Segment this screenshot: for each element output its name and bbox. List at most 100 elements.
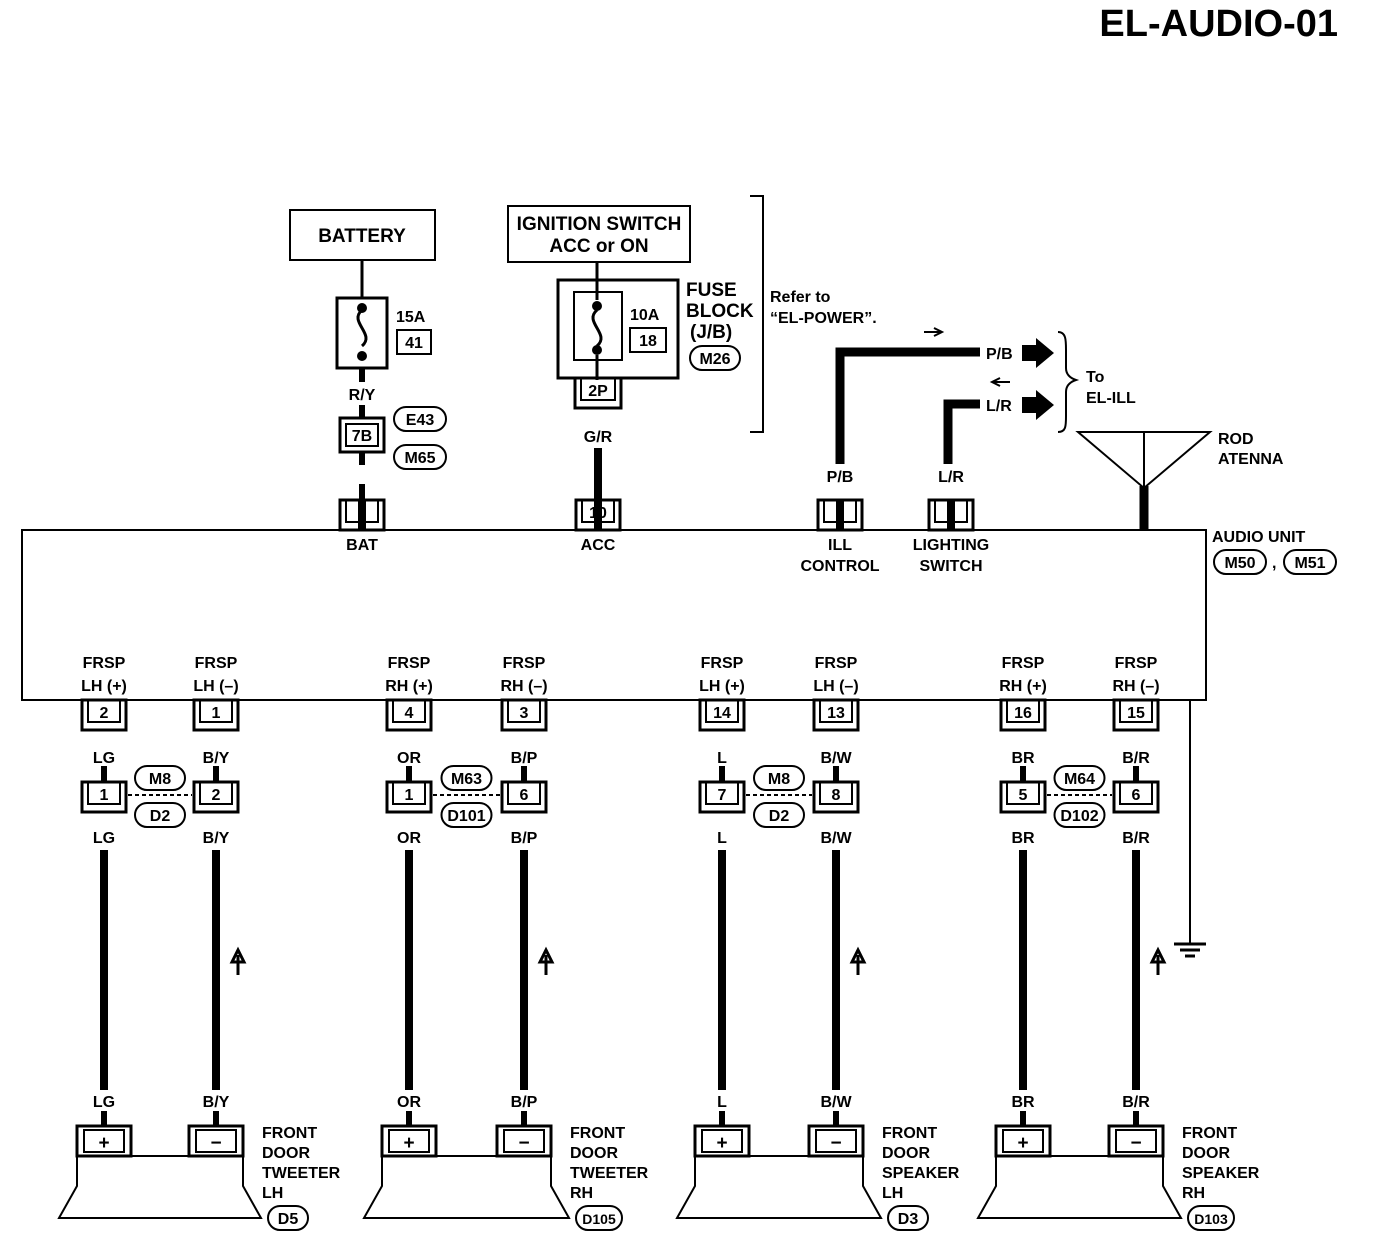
audio-unit-label: AUDIO UNIT [1212,529,1306,546]
arrow-right-icon [1022,390,1054,420]
top-terminals: 6BAT10ACCP/B7ILLCONTROLL/R8LIGHTINGSWITC… [338,469,989,575]
minus-icon: − [830,1133,841,1154]
conn-e43-badge [393,406,447,432]
speaker-label: DOOR [1182,1145,1230,1162]
speaker-icon [976,1155,1183,1219]
arrow-right-icon [1022,338,1054,368]
output-label: FRSP [1115,655,1158,672]
speaker-conn-badge [575,1205,623,1231]
output-label: LH (+) [699,678,745,695]
speaker-terminal-box [388,1129,430,1153]
joint-lower-conn-badge [134,802,186,828]
terminal: 8 [947,505,956,522]
joint-upper-conn: M64 [1064,771,1095,788]
output-label: RH (+) [999,678,1047,695]
wire-label: OR [397,750,421,767]
terminal: 6 [358,505,367,522]
joint-pin: 8 [832,787,841,804]
joint-pin-box [705,781,739,805]
output-label: FRSP [83,655,126,672]
wire-label: OR [397,1094,421,1111]
wire-label: L/R [938,469,964,486]
output-label: FRSP [1002,655,1045,672]
output-label: FRSP [701,655,744,672]
speaker-label: DOOR [882,1145,930,1162]
terminal-box [823,499,857,523]
speaker-label: FRONT [570,1125,625,1142]
output-pin: 4 [405,705,414,722]
wire-label: LG [93,1094,115,1111]
current-arrow-icon [989,377,1010,387]
output-label: FRSP [388,655,431,672]
terminal-box [934,499,968,523]
fuse-block-line3: (J/B) [690,322,732,343]
output-pin-box [1006,699,1040,723]
joint-lower-conn: D101 [447,808,485,825]
terminal-label: BAT [346,537,378,554]
joint-upper-conn-badge [134,765,186,791]
joint-pin-box [1006,781,1040,805]
terminal: 7 [836,505,845,522]
output-pin: 16 [1014,705,1032,722]
joint-pin: 2 [212,787,221,804]
speaker-conn: D103 [1194,1211,1228,1227]
minus-icon: − [210,1133,221,1154]
fuse-terminal-icon [592,345,602,355]
wire-label: LG [93,750,115,767]
joint-pin: 1 [100,787,109,804]
conn-m51-badge [1283,549,1337,575]
joint-pin: 7 [718,787,727,804]
conn-m26-badge [689,345,741,371]
conn-e43: E43 [406,412,435,429]
output-pin-box [507,699,541,723]
output-label: LH (–) [813,678,858,695]
joint-pin: 6 [1132,787,1141,804]
ill-wire-lr: L/R [986,398,1012,415]
wire-label: B/P [511,750,538,767]
joint-pin: 5 [1019,787,1028,804]
joint-pin-box [507,781,541,805]
fuse-terminal-icon [592,301,602,311]
wire-label: B/P [511,1094,538,1111]
output-pin-box [199,699,233,723]
speaker-label: LH [882,1185,903,1202]
wire-label: P/B [827,469,854,486]
wire-label: B/R [1122,750,1150,767]
speaker-label: DOOR [570,1145,618,1162]
plus-icon: + [403,1133,414,1154]
output-pin-box [705,699,739,723]
conn-m50-badge [1213,549,1267,575]
current-arrow-icon [849,946,867,975]
wire-label: R/Y [349,387,376,404]
plus-icon: + [716,1133,727,1154]
output-label: RH (+) [385,678,433,695]
refer-line2: “EL-POWER”. [770,310,877,327]
output-pin: 1 [212,705,221,722]
ignition-line2: ACC or ON [549,236,648,257]
conn-m65: M65 [404,450,435,467]
output-pin-box [392,699,426,723]
speakers: +−FRONTDOORTWEETERLHD5+−FRONTDOORTWEETER… [57,1124,1260,1231]
wire-label: BR [1011,1094,1035,1111]
output-label: LH (+) [81,678,127,695]
joint-upper-conn: M63 [451,771,482,788]
diagram-id: EL-AUDIO-01 [1099,3,1338,45]
joint-upper-conn-badge [753,765,805,791]
wire-label: B/W [820,750,852,767]
joint-upper-conn: M8 [768,771,790,788]
output-pin: 3 [520,705,529,722]
wire-label: BR [1011,750,1035,767]
connector-7b-inner [345,423,379,447]
fuse-block-line1: FUSE [686,280,737,301]
wire-label: L [717,750,727,767]
speaker-terminal-box [815,1129,857,1153]
to-ill-line1: To [1086,369,1105,386]
wire-label: L [717,830,727,847]
antenna-line1: ROD [1218,431,1254,448]
terminal-label: SWITCH [919,558,982,575]
terminal-label: CONTROL [800,558,879,575]
speaker-label: SPEAKER [882,1165,960,1182]
speaker-label: FRONT [262,1125,317,1142]
